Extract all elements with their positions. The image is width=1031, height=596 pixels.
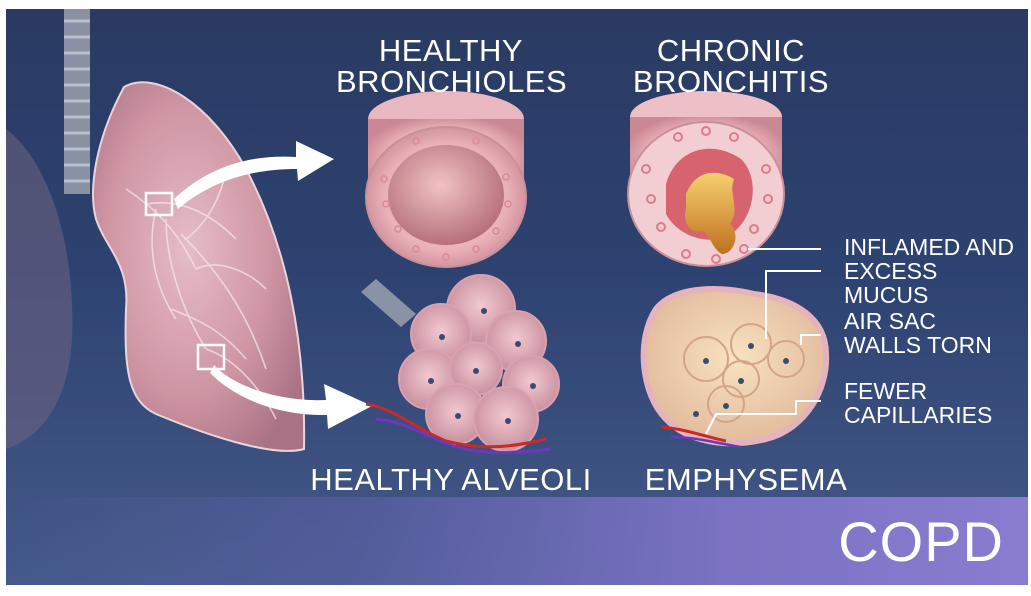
- copd-diagram: HEALTHY BRONCHIOLES CHRONIC BRONCHITIS H…: [6, 9, 1028, 585]
- emphysema-sac: [644, 289, 826, 447]
- emphysema-heading: EMPHYSEMA: [636, 464, 856, 495]
- healthy-alveoli-heading: HEALTHY ALVEOLI: [306, 464, 596, 495]
- banner-title: COPD: [838, 514, 1004, 570]
- left-lung-shadow: [6, 129, 72, 449]
- callout-torn: AIR SAC WALLS TORN: [844, 309, 1028, 357]
- callout-capillaries: FEWER CAPILLARIES: [844, 379, 1028, 427]
- healthy-alveoli: [361, 275, 559, 453]
- bronchitis-bronchiole: [628, 91, 784, 266]
- chronic-bronchitis-heading: CHRONIC BRONCHITIS: [606, 35, 856, 97]
- callout-inflamed: INFLAMED AND EXCESS MUCUS: [844, 235, 1028, 307]
- healthy-bronchiole: [366, 91, 526, 267]
- trachea: [64, 9, 90, 194]
- healthy-bronchioles-heading: HEALTHY BRONCHIOLES: [336, 35, 566, 97]
